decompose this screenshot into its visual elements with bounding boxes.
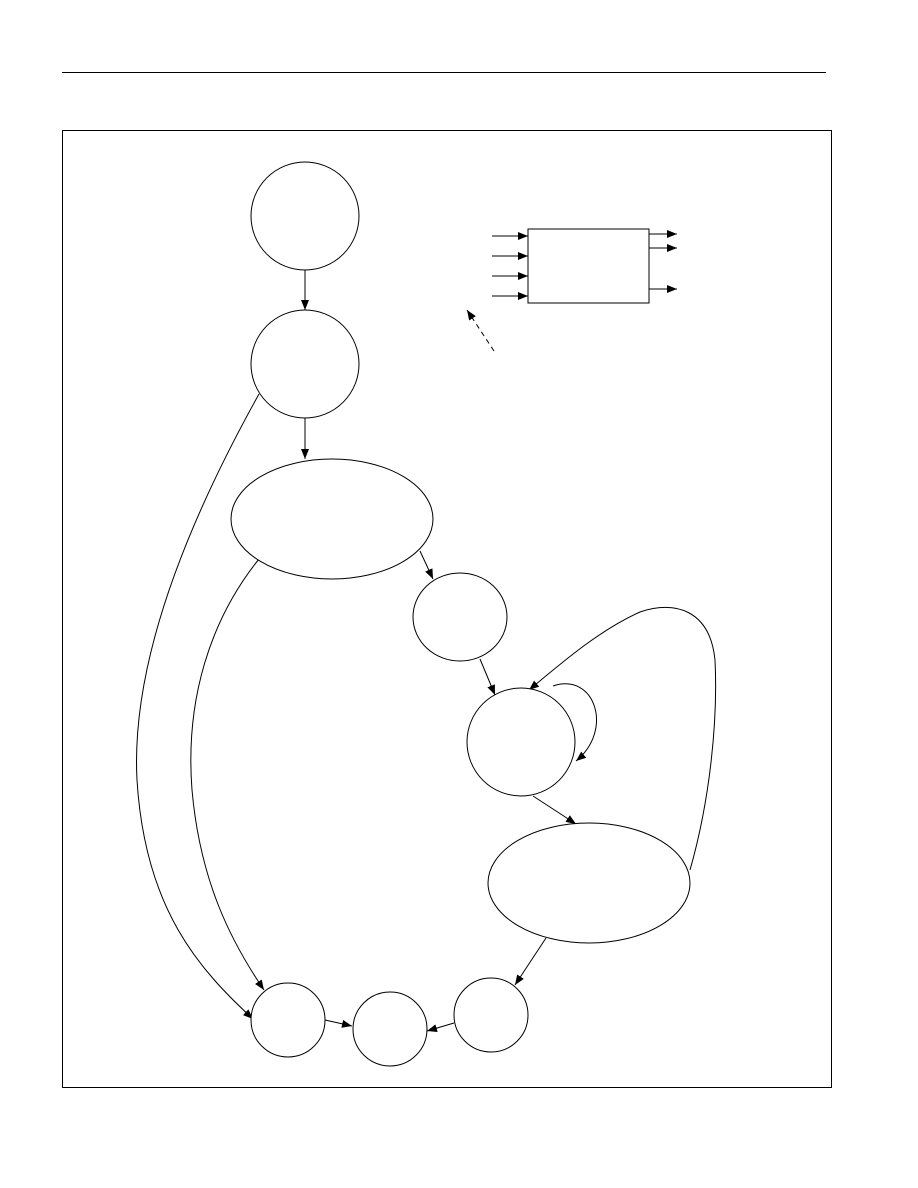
- transition-arrow-s5-s6: [532, 795, 577, 825]
- self-loop-arrow-s5: [552, 683, 597, 762]
- block-diagram: [466, 228, 677, 352]
- transition-arrow-s9-s8: [426, 1022, 455, 1032]
- transition-arrow-s3-s4: [419, 550, 434, 580]
- state-node-s6: [487, 822, 691, 944]
- state-node-s5: [466, 687, 576, 797]
- page-header-rule: [62, 72, 826, 73]
- transition-arrow-s4-s5: [479, 658, 496, 696]
- state-node-s9: [453, 977, 529, 1053]
- state-node-s2: [250, 309, 360, 419]
- transition-layer: [136, 270, 717, 1032]
- transition-arrow-s6-s5: [528, 606, 717, 871]
- dashed-pointer-arrow: [466, 309, 495, 352]
- transition-arrow-s2-s7: [136, 393, 260, 1020]
- state-node-s8: [352, 991, 428, 1067]
- block-box: [527, 228, 650, 304]
- state-node-s1: [250, 161, 360, 271]
- transition-arrow-s6-s9: [514, 937, 547, 986]
- state-node-s3: [230, 458, 434, 580]
- figure-frame: [62, 130, 832, 1088]
- state-layer: [230, 161, 691, 1067]
- state-node-s7: [250, 982, 326, 1058]
- transition-arrow-s3-s7: [190, 558, 265, 991]
- state-node-s4: [412, 572, 508, 662]
- transition-arrow-s7-s8: [324, 1019, 353, 1028]
